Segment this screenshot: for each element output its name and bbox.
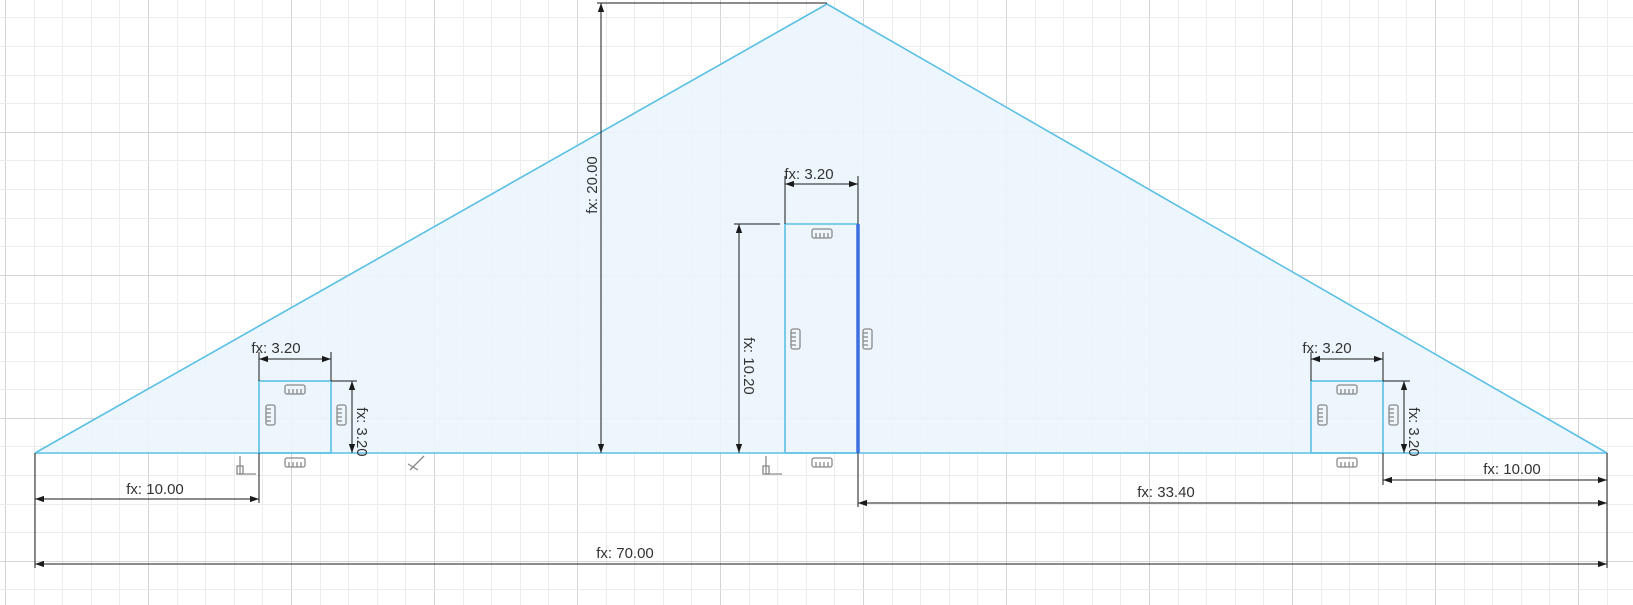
constraint-icons — [236, 228, 1399, 475]
dimension-overall-width[interactable]: fx: 70.00 — [34, 453, 1608, 568]
right-height-label[interactable]: fx: 3.20 — [1405, 407, 1422, 456]
dimension-center-width[interactable]: fx: 3.20 — [784, 166, 859, 224]
center-height-label[interactable]: fx: 10.20 — [740, 337, 757, 395]
left-roof-line[interactable] — [34, 3, 828, 454]
center-width-label[interactable]: fx: 3.20 — [784, 166, 833, 183]
vertical-constraint-icon[interactable] — [1388, 404, 1399, 426]
dimension-right-offset[interactable]: fx: 10.00 — [1382, 453, 1607, 485]
dimension-right-height[interactable]: fx: 3.20 — [1383, 380, 1422, 457]
right-offset-label[interactable]: fx: 10.00 — [1483, 461, 1541, 478]
horizontal-constraint-icon[interactable] — [1336, 384, 1358, 395]
horizontal-constraint-icon[interactable] — [811, 228, 833, 239]
horizontal-constraint-icon[interactable] — [811, 457, 833, 468]
left-width-label[interactable]: fx: 3.20 — [251, 340, 300, 357]
right-window[interactable] — [1310, 380, 1384, 454]
vertical-constraint-icon[interactable] — [790, 328, 801, 350]
dimension-left-width[interactable]: fx: 3.20 — [251, 340, 332, 381]
vertical-constraint-icon[interactable] — [336, 404, 347, 426]
center-to-right-label[interactable]: fx: 33.40 — [1137, 484, 1195, 501]
overall-width-label[interactable]: fx: 70.00 — [596, 545, 654, 562]
left-window[interactable] — [258, 380, 332, 454]
right-width-label[interactable]: fx: 3.20 — [1302, 340, 1351, 357]
apex-height-label[interactable]: fx: 20.00 — [584, 156, 601, 214]
dimension-center-height[interactable]: fx: 10.20 — [734, 223, 780, 453]
fix-constraint-icon[interactable] — [407, 455, 425, 471]
horizontal-constraint-icon[interactable] — [1336, 457, 1358, 468]
right-roof-line[interactable] — [826, 3, 1608, 454]
dimension-left-height[interactable]: fx: 3.20 — [331, 380, 370, 457]
perpendicular-constraint-icon[interactable] — [762, 456, 782, 475]
center-door[interactable] — [784, 223, 860, 454]
vertical-constraint-icon[interactable] — [1317, 404, 1328, 426]
perpendicular-constraint-icon[interactable] — [236, 456, 256, 475]
left-offset-label[interactable]: fx: 10.00 — [126, 481, 184, 498]
dimension-right-width[interactable]: fx: 3.20 — [1302, 340, 1384, 381]
horizontal-constraint-icon[interactable] — [284, 457, 306, 468]
horizontal-constraint-icon[interactable] — [284, 384, 306, 395]
vertical-constraint-icon[interactable] — [265, 404, 276, 426]
left-height-label[interactable]: fx: 3.20 — [353, 407, 370, 456]
vertical-constraint-icon[interactable] — [862, 328, 873, 350]
dimension-left-offset[interactable]: fx: 10.00 — [34, 453, 260, 503]
dimension-apex-height[interactable]: fx: 20.00 — [584, 2, 827, 453]
dimension-center-to-right[interactable]: fx: 33.40 — [857, 453, 1607, 507]
